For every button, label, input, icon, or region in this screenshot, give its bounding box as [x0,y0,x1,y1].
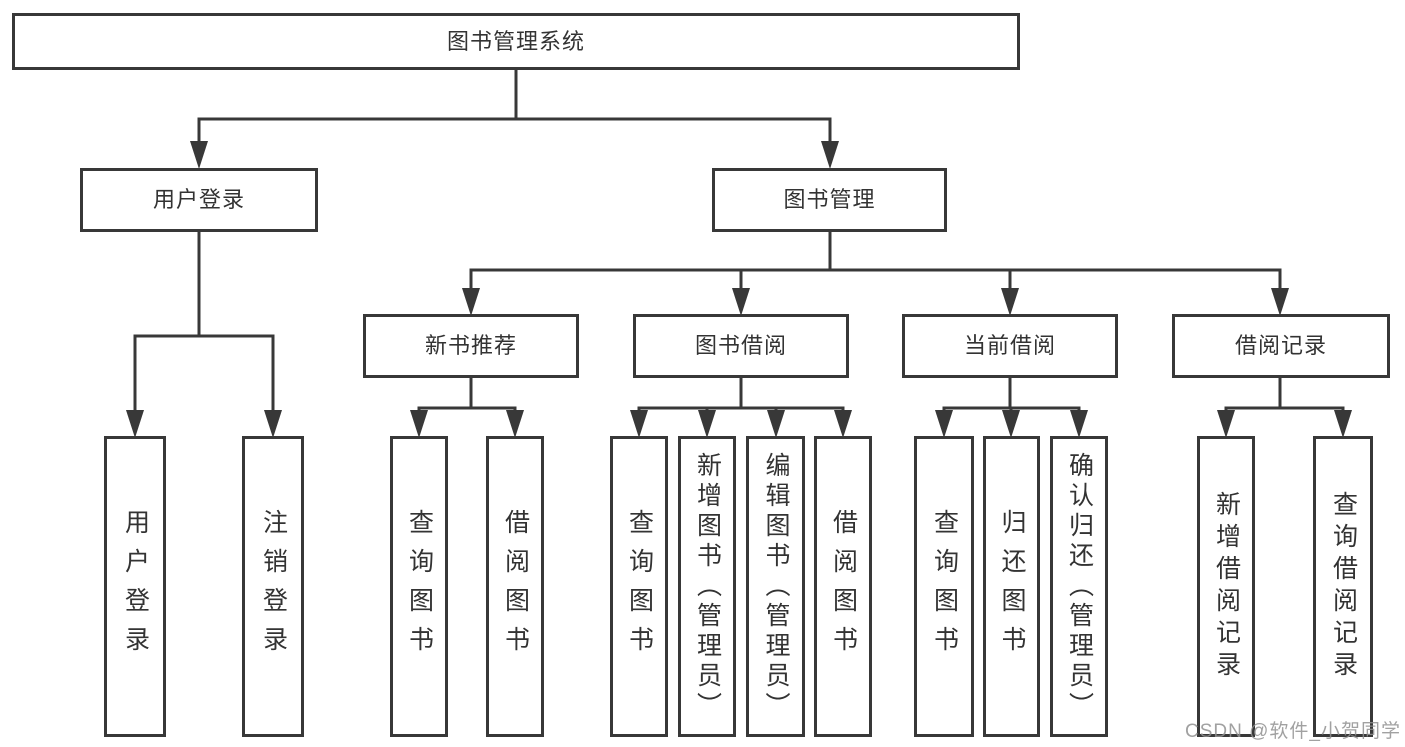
node-label: 图书管理系统 [446,28,585,54]
node-label: 查询借阅记录 [1329,490,1358,683]
node-borrow-books: 借阅图书 [814,436,872,737]
node-label: 确认归还（管理员） [1065,451,1094,722]
node-label: 归还图书 [998,508,1026,665]
node-borrow-records: 借阅记录 [1172,314,1390,378]
node-query-books-current: 查询图书 [914,436,974,737]
node-label: 编辑图书（管理员） [762,451,790,722]
node-confirm-return-admin: 确认归还（管理员） [1050,436,1108,737]
node-label: 新增图书（管理员） [693,451,722,722]
node-label: 新书推荐 [424,333,517,358]
node-root: 图书管理系统 [12,13,1020,70]
node-label: 查询图书 [930,508,959,665]
node-return-books: 归还图书 [983,436,1040,737]
node-edit-books-admin: 编辑图书（管理员） [746,436,805,737]
node-query-borrow-record: 查询借阅记录 [1313,436,1373,737]
node-label: 新增借阅记录 [1212,490,1241,683]
node-label: 借阅图书 [829,508,858,665]
node-current-borrowing: 当前借阅 [902,314,1118,378]
node-new-book-recommend: 新书推荐 [363,314,579,378]
node-add-borrow-record: 新增借阅记录 [1197,436,1255,737]
node-label: 图书借阅 [694,333,787,358]
node-label: 查询图书 [405,508,434,665]
node-add-books-admin: 新增图书（管理员） [678,436,736,737]
node-logout-action: 注销登录 [242,436,304,737]
node-label: 用户登录 [152,187,245,212]
node-user-login-action: 用户登录 [104,436,166,737]
node-borrow-books-recommend: 借阅图书 [486,436,544,737]
node-label: 用户登录 [121,508,150,665]
node-query-books-recommend: 查询图书 [390,436,448,737]
node-label: 当前借阅 [963,333,1056,358]
node-query-books-borrow: 查询图书 [610,436,668,737]
node-user-login: 用户登录 [80,168,318,232]
node-label: 注销登录 [259,508,288,665]
node-book-borrowing: 图书借阅 [633,314,849,378]
node-label: 查询图书 [625,508,654,665]
node-label: 图书管理 [783,187,876,212]
node-label: 借阅记录 [1234,333,1327,358]
node-label: 借阅图书 [501,508,530,665]
node-book-management: 图书管理 [712,168,947,232]
